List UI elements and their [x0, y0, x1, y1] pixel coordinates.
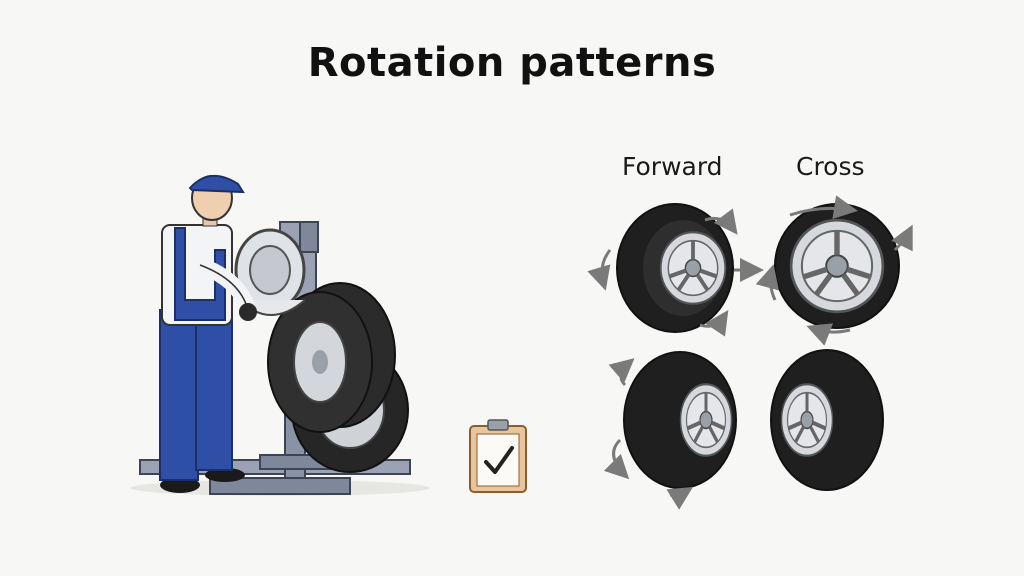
mechanic-figure	[159, 175, 257, 493]
page-title: Rotation patterns	[307, 40, 717, 86]
tire-icon	[623, 351, 737, 489]
cross-pattern-label: Cross	[796, 152, 865, 181]
forward-pattern-label: Forward	[622, 152, 723, 181]
rotation-arrow-icon	[587, 195, 913, 510]
tire-icon	[774, 203, 900, 329]
tire-icon	[770, 349, 884, 491]
tire-icon	[616, 203, 734, 333]
clipboard-check-icon	[469, 419, 527, 493]
mounted-tires	[234, 228, 409, 473]
